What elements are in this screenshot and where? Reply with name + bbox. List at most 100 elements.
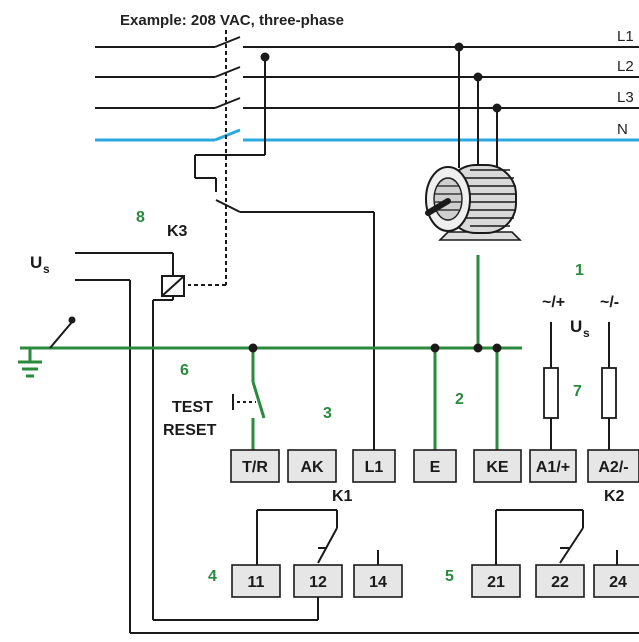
terminal-24-label: 24 [609,574,627,591]
terminal-21: 21 [471,564,521,598]
diagram-title: Example: 208 VAC, three-phase [120,12,344,29]
terminal-ke-label: KE [486,459,509,476]
contact-l1 [214,36,241,48]
k3-aux-contact [194,57,375,450]
label-l1: L1 [617,28,634,45]
test-reset-button [232,381,266,419]
terminal-l1-label: L1 [365,459,384,476]
junction-motor [473,343,483,353]
terminal-ak-label: AK [300,459,324,476]
us-supply-wiring [75,252,639,634]
contact-l2 [214,66,241,78]
terminal-ak-box [287,449,337,483]
power-supply-feed [543,322,617,450]
terminal-11-box [231,564,281,598]
terminal-21-label: 21 [487,574,505,591]
ground-switch [49,321,73,349]
k1-blade [317,527,338,564]
motor-icon [425,164,522,241]
k3-label: K3 [167,223,188,240]
terminal-11-label: 11 [248,574,265,591]
label-l3: L3 [617,89,634,106]
terminal-22-box [535,564,585,598]
label-n: N [617,121,628,138]
us-label-left-sub: s [43,262,50,276]
junction-tr [248,343,258,353]
supply-lines [95,46,639,142]
neg-label: ~/- [600,294,619,311]
callout-1: 1 [575,262,584,279]
k3-main-contacts [188,30,241,286]
terminal-24-box [593,564,639,598]
terminal-ke: KE [473,449,522,483]
terminal-14-label: 14 [369,574,387,591]
k2-contact-block [495,509,618,565]
contact-n [214,128,241,142]
callout-8: 8 [136,209,145,226]
terminal-ke-box [473,449,522,483]
terminal-22: 22 [535,564,585,598]
terminal-14-box [353,564,403,598]
us-label-right-sub: s [583,326,590,340]
callout-5: 5 [445,568,454,585]
terminal-a1-label: A1/+ [536,459,570,476]
terminal-a2: A2/- [587,449,639,483]
motor-leads [458,47,498,168]
reset-label: RESET [163,422,217,439]
terminal-a1-box [529,449,577,483]
terminal-tr: T/R [230,449,280,483]
terminal-14: 14 [353,564,403,598]
us-label-left-main: U [30,253,42,272]
us-label-right: U s [570,317,590,340]
terminal-22-label: 22 [551,574,569,591]
aux-contact-blade [215,199,241,213]
junction-e [430,343,440,353]
fuse-icon [543,367,559,419]
k2-blade [559,527,584,564]
terminal-12-label: 12 [309,574,327,591]
terminal-a1: A1/+ [529,449,577,483]
terminal-ak: AK [287,449,337,483]
k3-coil-slash [161,275,185,297]
terminal-12: 12 [293,564,343,598]
junction-ke [492,343,502,353]
terminal-tr-box [230,449,280,483]
terminal-e-label: E [430,459,441,476]
callout-numbers: 1 2 3 4 5 6 7 8 [136,209,584,585]
terminal-l1: L1 [352,449,396,483]
terminal-12-box [293,564,343,598]
terminal-row-k2: 21 22 24 [471,564,639,598]
callout-2: 2 [455,391,464,408]
callout-4: 4 [208,568,217,585]
terminal-tr-label: T/R [242,459,268,476]
ground-bus [18,255,522,450]
k2-label: K2 [604,488,625,505]
terminal-e: E [413,449,457,483]
us-label-left: U s [30,253,50,276]
test-label: TEST [172,399,213,416]
terminal-11: 11 [231,564,281,598]
k1-label: K1 [332,488,353,505]
test-contact-blade [251,381,266,419]
callout-6: 6 [180,362,189,379]
callout-7: 7 [573,383,582,400]
k3-coil [161,275,185,297]
terminal-row-k1: 11 12 14 [231,564,403,598]
terminal-e-box [413,449,457,483]
contact-l3 [214,97,241,109]
terminal-24: 24 [593,564,639,598]
terminal-row-top: T/R AK L1 E KE A1/+ A2/- [230,449,639,483]
terminal-21-box [471,564,521,598]
line-labels: L1 L2 L3 N [617,28,634,138]
pos-label: ~/+ [542,294,565,311]
ground-switch-pivot [68,316,76,324]
label-l2: L2 [617,58,634,75]
terminal-a2-box [587,449,639,483]
fuse-icon-2 [601,367,617,419]
terminal-l1-box [352,449,396,483]
us-label-right-main: U [570,317,582,336]
terminal-a2-label: A2/- [598,459,628,476]
callout-3: 3 [323,405,332,422]
